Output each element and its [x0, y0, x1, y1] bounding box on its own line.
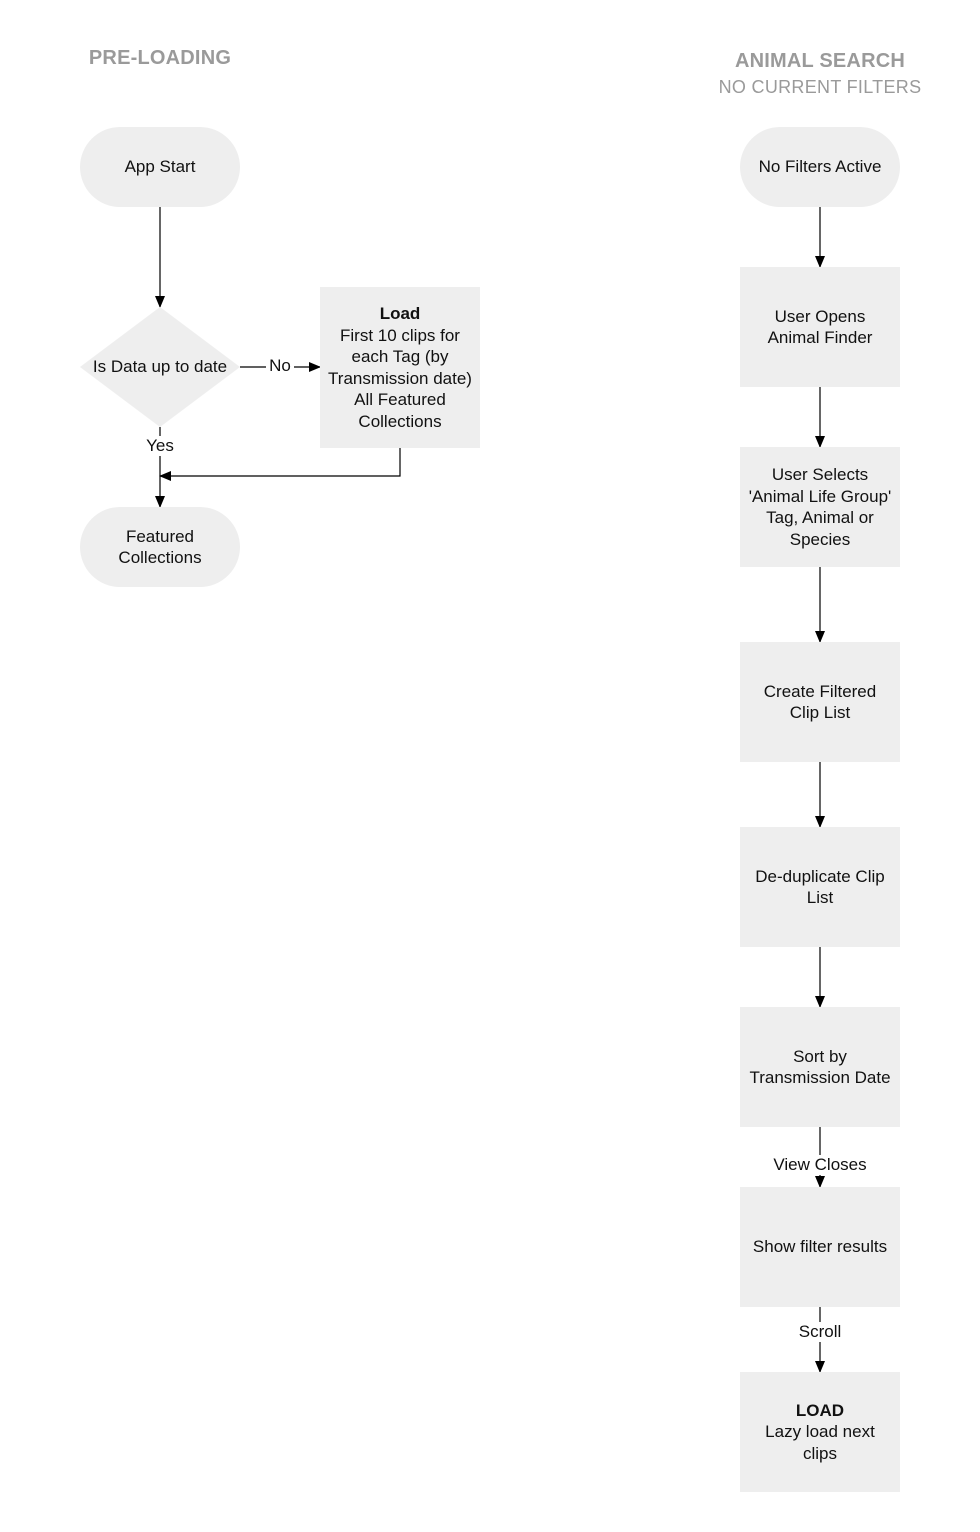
node-user-selects-tag: User Selects 'Animal Life Group' Tag, An…: [740, 447, 900, 567]
node-app-start: App Start: [80, 127, 240, 207]
node-deduplicate-label: De-duplicate Clip List: [755, 866, 885, 908]
decision-diamond: [80, 307, 240, 427]
node-show-filter-results: Show filter results: [740, 1187, 900, 1307]
node-featured-collections-label: Featured Collections: [118, 526, 202, 568]
node-deduplicate-clip-list: De-duplicate Clip List: [740, 827, 900, 947]
node-create-filtered-clip-list: Create Filtered Clip List: [740, 642, 900, 762]
node-load-title: Load: [379, 304, 421, 323]
edge-label-no: No: [266, 356, 294, 376]
decision-label: Is Data up to date: [92, 357, 228, 377]
node-user-selects-label: User Selects 'Animal Life Group' Tag, An…: [748, 465, 892, 549]
node-show-filter-results-label: Show filter results: [752, 1237, 888, 1257]
node-load: Load First 10 clips for each Tag (by Tra…: [320, 287, 480, 448]
node-user-opens-animal-finder: User Opens Animal Finder: [740, 267, 900, 387]
edge-label-scroll: Scroll: [790, 1322, 850, 1342]
node-lazy-load-title: LOAD: [795, 1400, 845, 1420]
node-featured-collections: Featured Collections: [80, 507, 240, 587]
node-lazy-load-text: Lazy load next clips: [765, 1422, 875, 1463]
lane-title-animal-search: ANIMAL SEARCH: [734, 50, 905, 72]
node-user-opens-label: User Opens Animal Finder: [767, 306, 873, 348]
node-sort-label: Sort by Transmission Date: [749, 1046, 891, 1088]
node-lazy-load: LOAD Lazy load next clips: [740, 1372, 900, 1492]
node-no-filters-active: No Filters Active: [740, 127, 900, 207]
node-app-start-label: App Start: [124, 157, 196, 177]
node-sort-by-transmission-date: Sort by Transmission Date: [740, 1007, 900, 1127]
node-create-filtered-label: Create Filtered Clip List: [763, 681, 877, 723]
node-load-line2: All Featured Collections: [354, 390, 446, 431]
node-load-line1: First 10 clips for each Tag (by Transmis…: [328, 325, 472, 388]
edge-label-yes: Yes: [142, 436, 178, 456]
node-is-data-up-to-date: Is Data up to date: [80, 307, 240, 427]
lane-title-preloading: PRE-LOADING: [88, 47, 232, 69]
node-no-filters-active-label: No Filters Active: [758, 157, 882, 177]
edge-load-featured: [159, 448, 401, 481]
lane-subtitle-animal-search: NO CURRENT FILTERS: [718, 77, 922, 97]
edge-label-view-closes: View Closes: [760, 1155, 880, 1175]
